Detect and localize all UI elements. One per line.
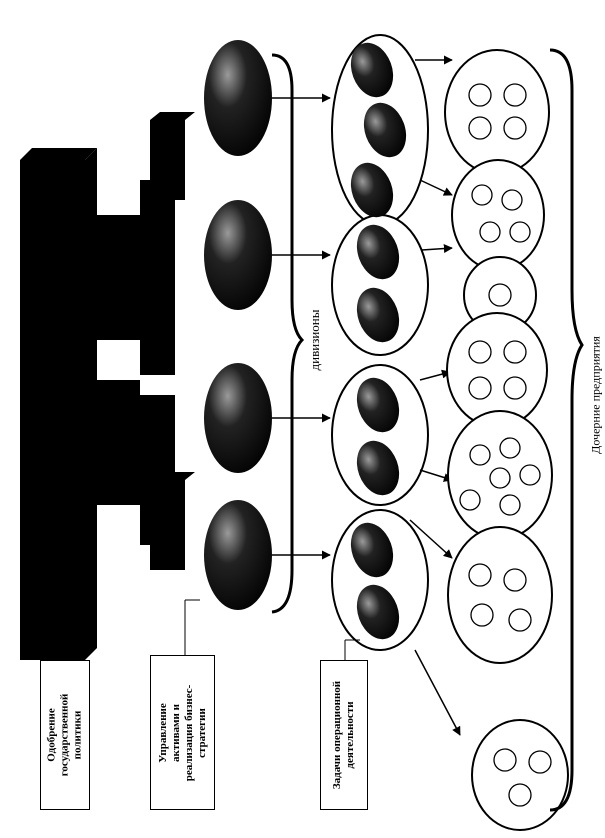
label-box-policy-approval: Одобрение государственной политики bbox=[40, 660, 90, 810]
divisions-label: дивизионы bbox=[307, 310, 323, 371]
subsidiaries-label: Дочерние предприятия bbox=[589, 336, 604, 454]
policy-approval-label: Одобрение государственной политики bbox=[46, 694, 85, 777]
label-connectors bbox=[60, 600, 360, 660]
operational-tasks-label: Задачи операционной деятельности bbox=[331, 681, 357, 789]
policy-approval-line-3: политики bbox=[72, 694, 85, 777]
asset-management-label: Управление активами и реализация бизнес-… bbox=[157, 684, 209, 781]
operational-tasks-line-2: деятельности bbox=[344, 681, 357, 789]
label-box-operational-tasks: Задачи операционной деятельности bbox=[320, 660, 368, 810]
asset-management-line-3: реализация бизнес- bbox=[183, 684, 196, 781]
asset-management-line-4: стратегии bbox=[196, 684, 209, 781]
division-heads bbox=[204, 40, 272, 610]
top-management-block bbox=[20, 112, 195, 660]
subsidiaries-bracket bbox=[550, 50, 582, 810]
operational-tasks-line-1: Задачи операционной bbox=[331, 681, 344, 789]
policy-approval-line-1: Одобрение bbox=[46, 694, 59, 777]
asset-management-line-1: Управление bbox=[157, 684, 170, 781]
label-box-asset-management: Управление активами и реализация бизнес-… bbox=[150, 655, 215, 810]
policy-approval-line-2: государственной bbox=[59, 694, 72, 777]
divisions-bracket bbox=[272, 55, 302, 612]
asset-management-line-2: активами и bbox=[170, 684, 183, 781]
